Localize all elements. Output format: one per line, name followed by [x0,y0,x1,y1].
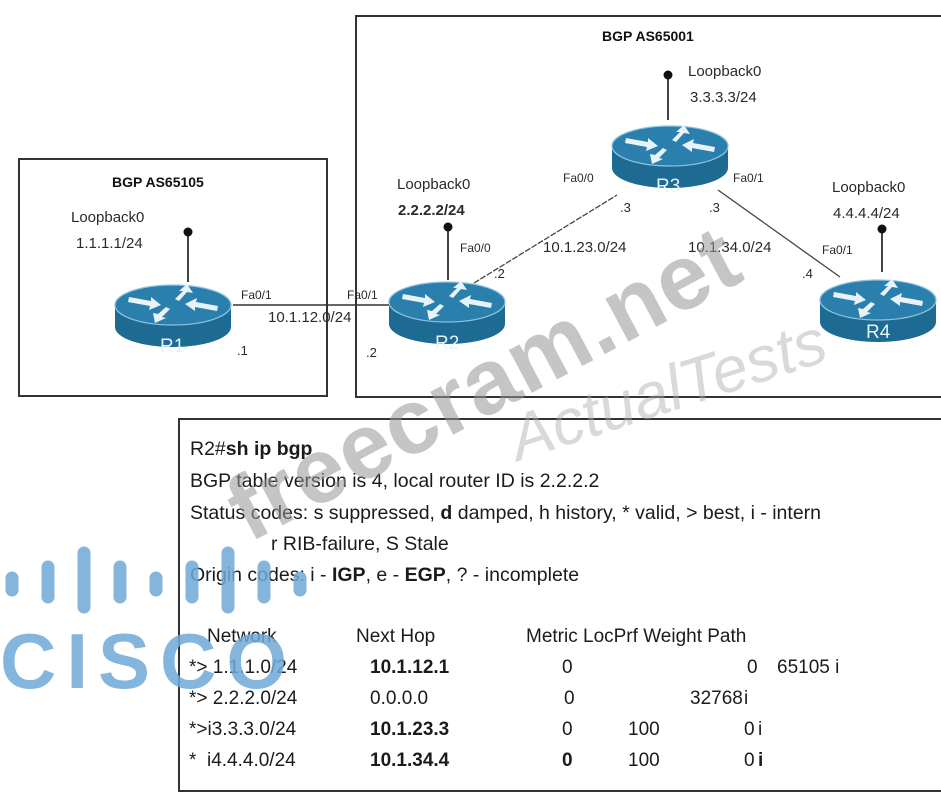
r4-fa01-host-address: .4 [802,266,813,281]
r3-loopback-ip: 3.3.3.3/24 [690,89,757,106]
row-weight: 32768 [690,688,743,709]
origin-egp: EGP [404,564,446,586]
status-code-d: d [440,502,453,524]
row-next-hop: 10.1.23.3 [370,719,450,740]
status-codes-text-2: damped, h history, * valid, > best, i - … [452,502,822,524]
as65105-boundary [18,158,328,397]
subnet-10-1-12: 10.1.12.0/24 [268,309,352,326]
r4-fa01-label: Fa0/1 [822,243,853,257]
r2-fa00-label: Fa0/0 [460,241,491,255]
status-stale: , S Stale [375,533,449,555]
origin-codes-text: Origin codes: i - [190,564,332,586]
table-row: * i4.4.4.0/24 [189,750,296,772]
row-path: i [744,688,749,709]
header-metric-locprf-weight-path: Metric LocPrf Weight Path [526,626,747,647]
header-network: Network [207,626,277,647]
r3-fa00-host-address: .3 [620,200,631,215]
row-metric: 0 [562,657,573,678]
r1-loopback-label: Loopback0 [71,209,145,226]
origin-codes-text-2: , e - [365,564,405,586]
row-locprf: 100 [628,750,660,771]
cli-command-line: R2#sh ip bgp [190,438,312,461]
r2-loopback-label: Loopback0 [397,176,471,193]
status-rib-failure: r RIB-failure [271,533,376,555]
table-row: *>i3.3.3.0/24 [189,719,296,741]
row-network: 1.1.1.0/24 [212,657,298,678]
as65105-title: BGP AS65105 [112,174,204,190]
r2-loopback-ip: 2.2.2.2/24 [398,202,465,219]
r3-loopback-label: Loopback0 [688,63,762,80]
table-row: *> 1.1.1.0/24 [189,657,297,679]
status-codes-line: Status codes: s suppressed, d damped, h … [190,502,821,525]
row-next-hop: 10.1.12.1 [370,657,450,678]
row-weight: 0 [744,750,755,771]
row-status: *>i [189,719,212,740]
row-status: * i [189,750,212,771]
row-path: 65105 i [777,657,840,678]
row-network: 3.3.3.0/24 [211,719,297,740]
row-status: *> [189,688,208,709]
origin-igp: IGP [331,564,366,586]
subnet-10-1-34: 10.1.34.0/24 [688,239,772,256]
table-row: *> 2.2.2.0/24 [189,688,297,710]
as65001-boundary [355,15,941,398]
r1-loopback-ip: 1.1.1.1/24 [76,235,143,252]
row-network: 2.2.2.0/24 [212,688,298,709]
r2-fa01-label: Fa0/1 [347,288,378,302]
router-r2-label: R2 [435,333,460,354]
status-codes-line-2: r RIB-failure, S Stale [271,533,449,556]
router-r1-label: R1 [160,336,185,357]
r3-fa01-label: Fa0/1 [733,171,764,185]
as65001-title: BGP AS65001 [602,28,694,44]
row-next-hop: 10.1.34.4 [370,750,450,771]
row-locprf: 100 [628,719,660,740]
r4-loopback-label: Loopback0 [832,179,906,196]
row-network: 4.4.4.0/24 [211,750,296,771]
header-next-hop: Next Hop [356,626,436,647]
row-weight: 0 [744,719,755,740]
origin-codes-line: Origin codes: i - IGP, e - EGP, ? - inco… [190,564,579,587]
row-status: *> [189,657,208,678]
row-next-hop: 0.0.0.0 [370,688,429,709]
status-codes-text: Status codes: s suppressed, [190,502,441,524]
row-metric: 0 [562,750,573,771]
r1-interface-label: Fa0/1 [241,288,272,302]
row-metric: 0 [562,719,573,740]
cli-prompt: R2# [190,438,226,460]
r2-fa01-host-address: .2 [366,345,377,360]
bgp-table-version-line: BGP table version is 4, local router ID … [190,470,600,492]
row-metric: 0 [564,688,575,709]
router-r3-label: R3 [656,176,681,197]
r1-host-address: .1 [237,343,248,358]
r3-fa00-label: Fa0/0 [563,171,594,185]
subnet-10-1-23: 10.1.23.0/24 [543,239,627,256]
r2-fa00-host-address: .2 [494,266,505,281]
bgp-output-panel [178,418,941,792]
row-path: i [758,719,763,740]
row-weight: 0 [747,657,758,678]
origin-codes-text-3: , ? - incomplete [445,564,580,586]
r4-loopback-ip: 4.4.4.4/24 [833,205,900,222]
r3-fa01-host-address: .3 [709,200,720,215]
router-r4-label: R4 [866,322,891,343]
cli-command: sh ip bgp [225,438,313,460]
row-path: i [758,750,764,771]
